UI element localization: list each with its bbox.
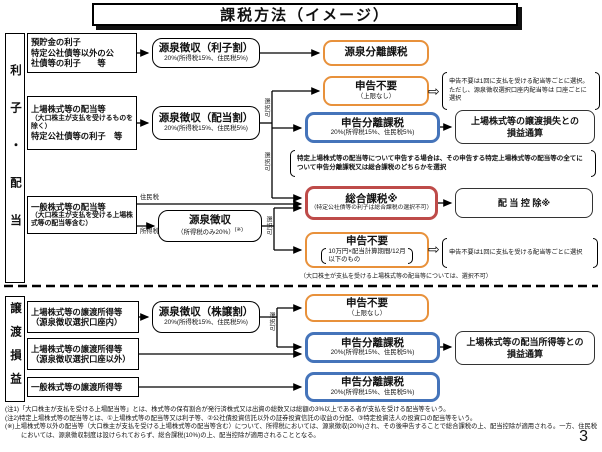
source-listed-dividend-line3: 特定公社債等の利子 等 (31, 131, 123, 142)
source-listed-transfer-in-line1: 上場株式等の譲渡所得等 (31, 306, 123, 317)
side-dividend-income-box: 上場株式等の配当所得等との 損益通算 (455, 331, 595, 365)
right-brace (595, 72, 600, 110)
section-label-transfer: 譲渡損益 (5, 296, 25, 402)
result-bunri-dividend-rate: 20%(所得税15%、住民税5%) (330, 129, 415, 137)
result-fuyou-transfer-box: 申告不要 （上限なし） (305, 294, 429, 322)
withholding-income-only-title: 源泉徴収 (189, 214, 231, 227)
withholding-interest-title: 源泉徴収（利子割） (158, 42, 254, 55)
withholding-income-only-footnote-mark: (※) (234, 226, 243, 233)
result-fuyou-listed-sub: （上限なし） (356, 92, 396, 100)
footnotes: (注1)「大口株主が支払を受ける上場配当等」とは、株式等の保有割合が発行済株式又… (5, 406, 599, 441)
left-brace (290, 150, 295, 177)
open-arrow-icon: ⇨ (428, 241, 440, 257)
result-fuyou-general-condition-text: 10万円×配当計算期間/12月 以下のもの (328, 248, 406, 264)
note-tokutei-choice-text: 特定上場株式等の配当等について申告する場合は、その申告する特定上場株式等の配当等… (297, 154, 583, 171)
withholding-stock-title: 源泉徴収（株譲割） (158, 306, 254, 319)
result-bunri-general-title: 申告分離課税 (341, 376, 404, 389)
footnote-2: (注2)特定上場株式等の配当等とは、①上場株式等の配当等又は利子等、②公社債投資… (5, 414, 477, 422)
withholding-stock-rate: 20%(所得税15%、住民税5%) (164, 318, 248, 326)
side-transfer-loss-box: 上場株式等の譲渡損失との 損益通算 (455, 110, 595, 144)
result-fuyou-listed-box: 申告不要 （上限なし） (323, 76, 429, 106)
source-general-dividend-line2: （大口株主が支払を受ける上場株式等の配当等含む） (31, 212, 133, 228)
result-fuyou-listed-title: 申告不要 (355, 80, 397, 93)
resident-tax-label: 住民税 (140, 194, 159, 201)
note-oguchi-na: （大口株主が支払を受ける上場株式等の配当等については、選択不可） (300, 274, 492, 280)
open-arrow-icon: ⇨ (428, 83, 440, 99)
result-sougou-title: 総合課税※ (345, 192, 398, 205)
note-optout-general-text: 申告不要は1回に支払を受ける配当等ごとに選択 (449, 248, 583, 256)
source-general-transfer: 一般株式等の譲渡所得等 (27, 377, 139, 397)
withholding-interest-rate: 20%(所得税15%、住民税5%) (164, 54, 248, 62)
source-general-dividend: 一般株式等の配当等 （大口株主が支払を受ける上場株式等の配当等含む） (27, 196, 137, 234)
right-brace (591, 150, 596, 177)
result-bunri-transfer-title: 申告分離課税 (341, 336, 404, 349)
withholding-income-only-box: 源泉徴収 （所得税のみ20%）(※) (158, 210, 262, 242)
note-tokutei-choice: 特定上場株式等の配当等について申告する場合は、その申告する特定上場株式等の配当等… (290, 150, 596, 177)
withholding-dividend-rate: 20%(所得税15%、住民税5%) (164, 124, 248, 132)
source-listed-transfer-out-line1: 上場株式等の譲渡所得等 (31, 343, 123, 354)
result-bunri-transfer-box: 申告分離課税 20%(所得税15%、住民税5%) (305, 332, 440, 363)
source-deposit-interest: 預貯金の利子 特定公社債等以外の公 社債等の利子 等 (27, 33, 137, 73)
source-listed-transfer-out-line2: （源泉徴収選択口座以外） (31, 354, 131, 364)
note-optout-listed-text: 申告不要は1回に支払を受ける配当等ごとに選択。ただし、源泉徴収選択口座内配当等は… (449, 78, 589, 103)
source-listed-transfer-in-line2: （源泉徴収選択口座内） (31, 317, 123, 327)
left-bracket (321, 248, 327, 265)
source-general-dividend-line1: 一般株式等の配当等 (31, 201, 106, 212)
withholding-income-only-rate-text: （所得税のみ20%） (177, 228, 235, 236)
result-fuyou-general-box: 申告不要 10万円×配当計算期間/12月 以下のもの (305, 232, 429, 268)
note-optout-general: 申告不要は1回に支払を受ける配当等ごとに選択 (442, 238, 598, 268)
footnote-1: (注1)「大口株主が支払を受ける上場配当等」とは、株式等の保有割合が発行済株式又… (5, 406, 450, 413)
source-listed-dividend-line1: 上場株式等の配当等 (31, 104, 106, 115)
source-listed-transfer-out: 上場株式等の譲渡所得等 （源泉徴収選択口座以外） (27, 338, 139, 370)
selectable-label: 選択可 (268, 312, 274, 332)
result-sougou-box: 総合課税※ （特定公社債等の利子は総合課税の選択不可） (305, 186, 438, 220)
result-gensen-bunri-box: 源泉分離課税 (323, 40, 429, 66)
left-brace (442, 72, 447, 110)
footnote-3: (※)上場株式等以外の配当等（大口株主が支払を受ける上場株式等の配当等含む）につ… (5, 423, 598, 440)
result-sougou-sub: （特定公社債等の利子は総合課税の選択不可） (310, 205, 433, 212)
left-brace (442, 238, 447, 268)
page-title: 課税方法（イメージ） (92, 3, 518, 26)
result-bunri-dividend-box: 申告分離課税 20%(所得税15%、住民税5%) (305, 112, 440, 143)
withholding-stock-box: 源泉徴収（株譲割） 20%(所得税15%、住民税5%) (152, 301, 260, 333)
result-bunri-general-box: 申告分離課税 20%(所得税15%、住民税5%) (305, 372, 440, 402)
withholding-income-only-rate: （所得税のみ20%）(※) (177, 227, 243, 237)
result-bunri-dividend-title: 申告分離課税 (341, 116, 404, 129)
right-bracket (407, 248, 413, 265)
selectable-label: 選択可 (263, 152, 269, 172)
source-listed-transfer-in: 上場株式等の譲渡所得等 （源泉徴収選択口座内） (27, 301, 139, 333)
right-brace (593, 238, 598, 268)
result-fuyou-general-title: 申告不要 (346, 234, 388, 247)
result-bunri-transfer-rate: 20%(所得税15%、住民税5%) (330, 349, 415, 357)
result-fuyou-transfer-title: 申告不要 (346, 297, 388, 310)
note-optout-listed: 申告不要は1回に支払を受ける配当等ごとに選択。ただし、源泉徴収選択口座内配当等は… (442, 72, 600, 110)
withholding-dividend-box: 源泉徴収（配当割） 20%(所得税15%、住民税5%) (152, 106, 260, 140)
selectable-label: 選択可 (263, 98, 269, 118)
source-listed-dividend: 上場株式等の配当等 （大口株主が支払を受けるものを除く） 特定公社債等の利子 等 (27, 96, 137, 150)
source-listed-dividend-line2: （大口株主が支払を受けるものを除く） (31, 114, 133, 130)
selectable-label: 選択可 (265, 216, 271, 236)
income-tax-label: 所得税 (140, 228, 159, 235)
side-dividend-credit-box: 配 当 控 除※ (455, 188, 593, 218)
withholding-interest-box: 源泉徴収（利子割） 20%(所得税15%、住民税5%) (152, 38, 260, 68)
page-number: 3 (579, 428, 588, 445)
withholding-dividend-title: 源泉徴収（配当割） (158, 112, 254, 125)
result-gensen-bunri-label: 源泉分離課税 (344, 46, 408, 59)
section-label-interest-dividend: 利子・配当 (5, 33, 25, 283)
result-fuyou-transfer-sub: （上限なし） (347, 309, 387, 317)
result-bunri-general-rate: 20%(所得税15%、住民税5%) (330, 388, 415, 396)
result-fuyou-general-condition: 10万円×配当計算期間/12月 以下のもの (321, 248, 413, 265)
